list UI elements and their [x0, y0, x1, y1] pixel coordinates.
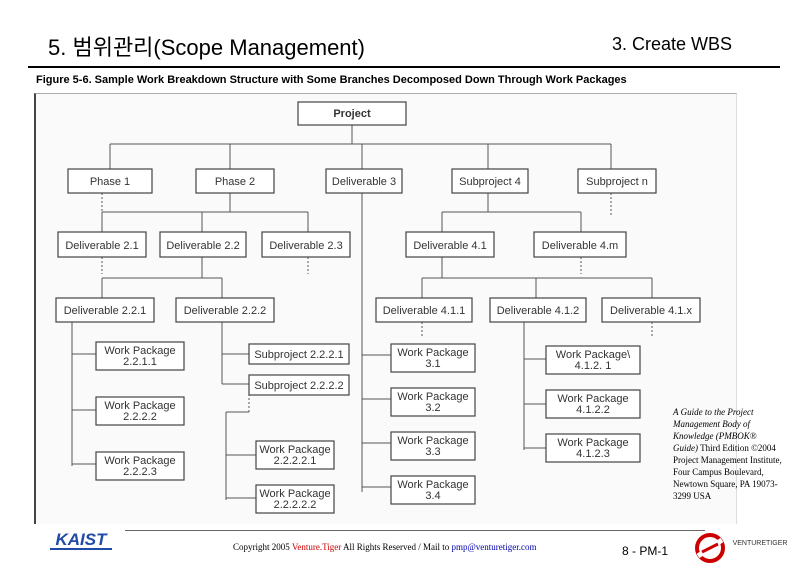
- wbs-node-label: Project: [333, 108, 371, 120]
- wbs-connectors: [71, 125, 653, 500]
- wbs-node-deliverable-4-1: Deliverable 4.1: [405, 231, 495, 258]
- wbs-node-label: Deliverable 4.1.2: [497, 305, 580, 317]
- wbs-node-number: 4.1.2.2: [576, 404, 610, 416]
- wbs-node-label: Deliverable 2.1: [65, 240, 138, 252]
- wbs-work-package-2-2-2-2: Work Package 2.2.2.2: [95, 396, 185, 426]
- source-citation-details: Third Edition ©2004 Project Management I…: [673, 443, 782, 501]
- wbs-node-label: Deliverable 2.2: [166, 240, 239, 252]
- wbs-node-label: Phase 1: [90, 176, 130, 188]
- wbs-work-package-4-1-2-2: Work Package 4.1.2.2: [545, 389, 641, 419]
- wbs-node-label: Work Package: [557, 393, 628, 405]
- wbs-node-label: Work Package: [259, 488, 330, 500]
- page-number: 8 - PM-1: [622, 544, 669, 558]
- wbs-work-package-4-1-2-1: Work Package\ 4.1.2. 1: [545, 345, 641, 375]
- wbs-work-package-2-2-2-3: Work Package 2.2.2.3: [95, 451, 185, 481]
- wbs-work-package-3-2: Work Package 3.2: [390, 387, 476, 417]
- wbs-node-number: 2.2.1.1: [123, 356, 157, 368]
- wbs-node-deliverable-3: Deliverable 3: [325, 168, 403, 194]
- header-divider: [28, 66, 780, 68]
- wbs-node-label: Deliverable 2.3: [269, 240, 342, 252]
- wbs-node-label: Subproject 2.2.2.1: [254, 349, 343, 361]
- wbs-node-number: 3.1: [425, 358, 440, 370]
- wbs-node-label: Work Package\: [556, 349, 631, 361]
- wbs-node-number: 4.1.2. 1: [575, 360, 612, 372]
- wbs-node-label: Subproject 2.2.2.2: [254, 380, 343, 392]
- wbs-node-label: Deliverable 2.2.1: [64, 305, 147, 317]
- wbs-node-number: 2.2.2.2.1: [274, 455, 317, 467]
- wbs-node-deliverable-4-1-x: Deliverable 4.1.x: [601, 297, 701, 323]
- wbs-node-label: Deliverable 4.1: [413, 240, 486, 252]
- page-title: 5. 범위관리(Scope Management): [48, 35, 365, 60]
- figure-caption: Figure 5-6. Sample Work Breakdown Struct…: [36, 74, 627, 86]
- wbs-node-deliverable-4-1-1: Deliverable 4.1.1: [375, 297, 473, 323]
- wbs-node-number: 2.2.2.2.2: [274, 499, 317, 511]
- copyright-notice: Copyright 2005 Venture.Tiger All Rights …: [233, 542, 537, 552]
- wbs-node-label: Deliverable 3: [332, 176, 396, 188]
- copyright-prefix: Copyright 2005: [233, 542, 292, 552]
- wbs-node-label: Deliverable 4.1.x: [610, 305, 692, 317]
- wbs-node-phase-1: Phase 1: [67, 168, 153, 194]
- venturetiger-logo: VENTURETIGER: [695, 533, 788, 563]
- wbs-node-deliverable-2-2: Deliverable 2.2: [159, 231, 247, 258]
- section-title: 3. Create WBS: [612, 34, 733, 54]
- wbs-node-subproject-4: Subproject 4: [451, 168, 529, 194]
- kaist-logo: KAIST: [50, 530, 112, 550]
- wbs-node-deliverable-2-3: Deliverable 2.3: [261, 231, 351, 258]
- wbs-diagram-canvas: Project Phase 1 Phase 2 Deliverable 3 Su…: [55, 101, 701, 514]
- wbs-node-deliverable-4-1-2: Deliverable 4.1.2: [489, 297, 587, 323]
- wbs-node-deliverable-4-m: Deliverable 4.m: [533, 231, 627, 258]
- wbs-node-number: 4.1.2.3: [576, 448, 610, 460]
- wbs-node-label: Work Package: [104, 400, 175, 412]
- copyright-middle: All Rights Reserved / Mail to: [341, 542, 452, 552]
- wbs-work-package-3-3: Work Package 3.3: [390, 431, 476, 461]
- wbs-node-label: Subproject n: [586, 176, 648, 188]
- wbs-node-label: Work Package: [397, 391, 468, 403]
- wbs-node-subproject-2-2-2-1: Subproject 2.2.2.1: [248, 343, 350, 365]
- wbs-node-number: 3.2: [425, 402, 440, 414]
- wbs-node-number: 2.2.2.3: [123, 466, 157, 478]
- wbs-work-package-2-2-2-2-1: Work Package 2.2.2.2.1: [255, 440, 335, 470]
- svg-text:KAIST: KAIST: [56, 530, 109, 549]
- wbs-node-label: Work Package: [557, 437, 628, 449]
- wbs-work-package-3-4: Work Package 3.4: [390, 475, 476, 505]
- source-citation: A Guide to the Project Management Body o…: [673, 406, 783, 502]
- contact-email-link[interactable]: pmp@venturetiger.com: [451, 542, 537, 552]
- wbs-node-label: Work Package: [397, 347, 468, 359]
- wbs-node-deliverable-2-1: Deliverable 2.1: [57, 231, 147, 258]
- source-citation-title: A Guide to the Project Management Body o…: [673, 407, 757, 453]
- wbs-node-label: Subproject 4: [459, 176, 521, 188]
- wbs-node-label: Work Package: [104, 455, 175, 467]
- wbs-node-deliverable-2-2-1: Deliverable 2.2.1: [55, 297, 155, 323]
- wbs-work-package-4-1-2-3: Work Package 4.1.2.3: [545, 433, 641, 463]
- wbs-node-label: Deliverable 4.1.1: [383, 305, 466, 317]
- wbs-node-label: Deliverable 4.m: [542, 240, 618, 252]
- wbs-node-deliverable-2-2-2: Deliverable 2.2.2: [175, 297, 275, 323]
- wbs-node-label: Work Package: [397, 435, 468, 447]
- wbs-node-subproject-2-2-2-2: Subproject 2.2.2.2: [248, 374, 350, 396]
- wbs-node-phase-2: Phase 2: [195, 168, 275, 194]
- wbs-node-label: Phase 2: [215, 176, 255, 188]
- svg-text:VENTURETIGER: VENTURETIGER: [733, 540, 788, 547]
- wbs-node-label: Work Package: [104, 345, 175, 357]
- wbs-work-package-3-1: Work Package 3.1: [390, 343, 476, 373]
- wbs-work-package-2-2-1-1: Work Package 2.2.1.1: [95, 341, 185, 371]
- wbs-work-package-2-2-2-2-2: Work Package 2.2.2.2.2: [255, 484, 335, 514]
- footer-divider: [125, 530, 705, 531]
- wbs-node-subproject-n: Subproject n: [577, 168, 657, 194]
- wbs-node-number: 3.3: [425, 446, 440, 458]
- wbs-node-number: 3.4: [425, 490, 440, 502]
- wbs-node-label: Work Package: [259, 444, 330, 456]
- wbs-node-label: Work Package: [397, 479, 468, 491]
- copyright-brand: Venture.Tiger: [291, 542, 342, 552]
- wbs-node-label: Deliverable 2.2.2: [184, 305, 267, 317]
- wbs-node-project: Project: [297, 101, 407, 126]
- wbs-diagram: Project Phase 1 Phase 2 Deliverable 3 Su…: [34, 93, 737, 524]
- wbs-node-number: 2.2.2.2: [123, 411, 157, 423]
